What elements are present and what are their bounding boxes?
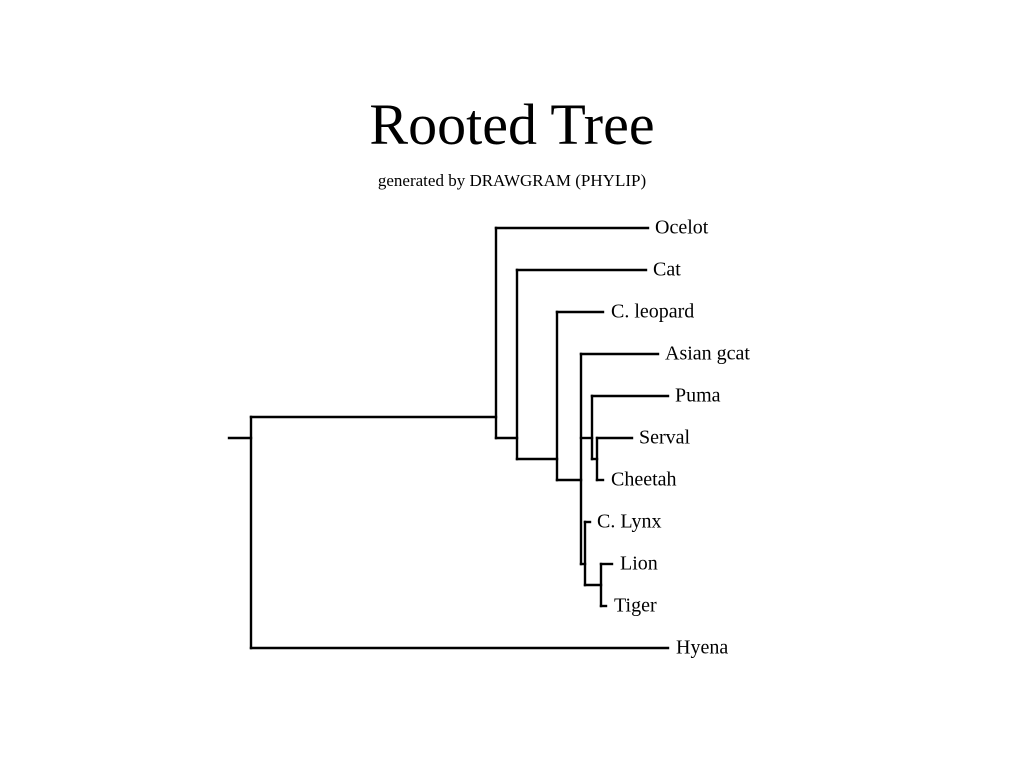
taxon-label-hyena: Hyena bbox=[676, 637, 728, 659]
taxon-label-asian-gcat: Asian gcat bbox=[665, 343, 750, 365]
figure-title: Rooted Tree bbox=[369, 92, 655, 157]
taxon-label-cheetah: Cheetah bbox=[611, 469, 677, 491]
taxon-label-tiger: Tiger bbox=[614, 595, 657, 617]
taxon-label-serval: Serval bbox=[639, 427, 691, 449]
figure-subtitle: generated by DRAWGRAM (PHYLIP) bbox=[377, 171, 647, 190]
taxon-label-c-lynx: C. Lynx bbox=[597, 511, 661, 533]
taxon-label-lion: Lion bbox=[620, 553, 658, 575]
taxon-label-puma: Puma bbox=[675, 385, 721, 407]
taxon-label-cat: Cat bbox=[653, 259, 681, 281]
taxon-label-ocelot: Ocelot bbox=[655, 217, 709, 239]
taxon-label-c-leopard: C. leopard bbox=[611, 301, 694, 323]
